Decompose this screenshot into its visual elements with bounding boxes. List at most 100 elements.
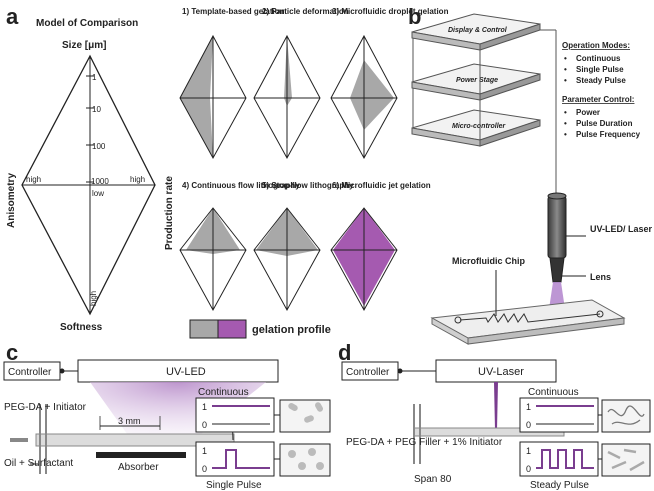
low-label: low [92, 189, 104, 198]
uv-laser-label: UV-Laser [478, 366, 524, 378]
diamond-method-3 [330, 34, 398, 160]
mode-single-pulse-label: Single Pulse [206, 480, 262, 491]
tick-100: 100 [92, 142, 106, 151]
method-2-label-text: 2) Particle deformation [262, 7, 349, 16]
method-6-label-text: 6) Microfluidic jet gelation [332, 181, 431, 190]
anisometry-label: Anisometry [6, 173, 17, 228]
panel-d-letter: d [338, 340, 351, 365]
method-2-label: 2) Particle deformation [262, 7, 349, 16]
laser-beam [494, 382, 498, 430]
param-power: Power [576, 108, 600, 117]
span-label: Span 80 [414, 474, 452, 485]
inlet-c-label: PEG-DA + Initiator [4, 402, 87, 413]
legend-label: gelation profile [252, 324, 331, 336]
mode-bullet-1: • [564, 54, 567, 63]
chip-label: Microfluidic Chip [452, 256, 526, 266]
operation-modes-title: Operation Modes: [562, 41, 630, 50]
method-1-label: 1) Template-based gelation [182, 7, 285, 16]
diamond-method-2 [253, 34, 321, 160]
d-level1-a: 1 [526, 402, 531, 412]
mode-steady-pulse-label: Steady Pulse [530, 480, 589, 491]
controller-d-label: Controller [346, 367, 390, 378]
uv-led-laser-label-text: UV-LED/ Laser [590, 224, 653, 234]
param-bullet-3: • [564, 130, 567, 139]
mode-bullet-3: • [564, 76, 567, 85]
mode-bullet-2: • [564, 65, 567, 74]
production-rate-label: Production rate [164, 176, 175, 250]
c-level0-a: 0 [202, 420, 207, 430]
controller-c-label: Controller [8, 367, 52, 378]
board-display-control-label: Display & Control [448, 27, 508, 34]
param-pulse-duration: Pulse Duration [576, 119, 633, 128]
panel-a: a Model of Comparison Size [μm] 1 10 100… [6, 4, 449, 339]
method-5-label-text: 5) Stop-flow lithography [262, 181, 354, 190]
result-single-pulse [279, 443, 331, 477]
c-level0-b: 0 [202, 464, 207, 474]
board-microcontroller-label: Micro-controller [452, 123, 507, 130]
panel-b: b Display & Control Power Stage Micro-co… [408, 4, 653, 345]
high-bottom-label: high [89, 291, 98, 306]
high-left-label: high [26, 175, 41, 184]
uv-led-light-cone [90, 382, 266, 438]
model-title: Model of Comparison [36, 18, 138, 29]
lens-icon [549, 257, 565, 283]
c-level1-a: 1 [202, 402, 207, 412]
board-power-stage-label: Power Stage [456, 77, 498, 84]
board-microcontroller: Micro-controller [411, 109, 541, 147]
diamond-method-6 [330, 207, 398, 312]
mode-single-pulse: Single Pulse [576, 65, 624, 74]
legend-purple-swatch [217, 319, 247, 339]
uv-led-label: UV-LED [166, 366, 206, 378]
mode-continuous-d-label: Continuous [528, 387, 579, 398]
continuous-graph-c [195, 397, 275, 433]
diamond-method-4 [179, 207, 247, 312]
diamond-method-5 [253, 207, 321, 312]
absorber-label: Absorber [118, 462, 159, 473]
diamond-method-1 [179, 34, 247, 160]
mode-continuous: Continuous [576, 54, 621, 63]
board-power-stage: Power Stage [411, 63, 541, 101]
param-bullet-1: • [564, 108, 567, 117]
legend-grey-swatch [189, 319, 219, 339]
inlet-d-label-text: PEG-DA + PEG Filler + 1% Initiator [346, 437, 503, 448]
panel-c: c Controller UV-LED 3 mm Absorber PEG-DA… [3, 340, 331, 491]
inlet-d-line-1: PEG-DA + PEG Filler + 1% Initiator [346, 437, 503, 448]
panel-a-letter: a [6, 4, 19, 29]
d-level0-a: 0 [526, 420, 531, 430]
panel-b-letter: b [408, 4, 421, 29]
method-4-label: 4) Continuous flow lithography [182, 181, 300, 190]
panel-c-letter: c [6, 340, 18, 365]
uv-source-body [547, 195, 567, 259]
channel-c [35, 433, 235, 447]
tick-1: 1 [92, 73, 97, 82]
scale-label: 3 mm [118, 416, 141, 426]
softness-label: Softness [60, 322, 103, 333]
mode-steady-pulse: Steady Pulse [576, 76, 626, 85]
d-level1-b: 1 [526, 446, 531, 456]
method-6-label: 6) Microfluidic jet gelation [332, 181, 431, 190]
board-display-control: Display & Control [411, 13, 541, 51]
method-4-label-text: 4) Continuous flow lithography [182, 181, 300, 190]
method-1-label-text: 1) Template-based gelation [182, 7, 285, 16]
absorber-bar [96, 452, 186, 458]
microfluidic-chip [430, 299, 626, 345]
uv-led-laser-label: UV-LED/ Laser [590, 224, 653, 234]
param-pulse-frequency: Pulse Frequency [576, 130, 641, 139]
oil-label: Oil + Surfactant [4, 458, 73, 469]
tick-10: 10 [92, 105, 101, 114]
lens-label: Lens [590, 272, 611, 282]
param-bullet-2: • [564, 119, 567, 128]
tick-1000: 1000 [91, 177, 109, 186]
c-level1-b: 1 [202, 446, 207, 456]
high-right-label: high [130, 175, 145, 184]
method-3-label-text: 3) Microfluidic droplet gelation [332, 7, 449, 16]
result-continuous-c [279, 399, 331, 433]
result-steady-pulse [601, 443, 651, 477]
mode-continuous-c-label: Continuous [198, 387, 249, 398]
method-5-label: 5) Stop-flow lithography [262, 181, 354, 190]
method-3-label: 3) Microfluidic droplet gelation [332, 7, 449, 16]
parameter-control-title: Parameter Control: [562, 95, 634, 104]
d-level0-b: 0 [526, 464, 531, 474]
continuous-graph-d [519, 397, 599, 433]
